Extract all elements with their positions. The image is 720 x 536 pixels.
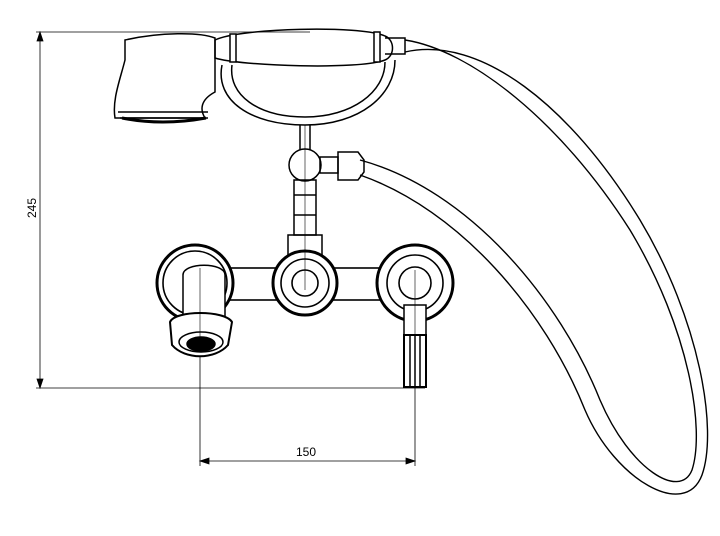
height-dimension [36, 30, 425, 390]
shower-hose [359, 39, 709, 495]
width-dimension-label: 150 [296, 445, 316, 459]
width-dimension [198, 345, 417, 466]
center-lines [199, 125, 416, 388]
hand-shower [113, 28, 406, 126]
spout [168, 264, 234, 358]
height-dimension-label: 245 [25, 198, 39, 218]
hand-shower-cradle [287, 125, 365, 258]
